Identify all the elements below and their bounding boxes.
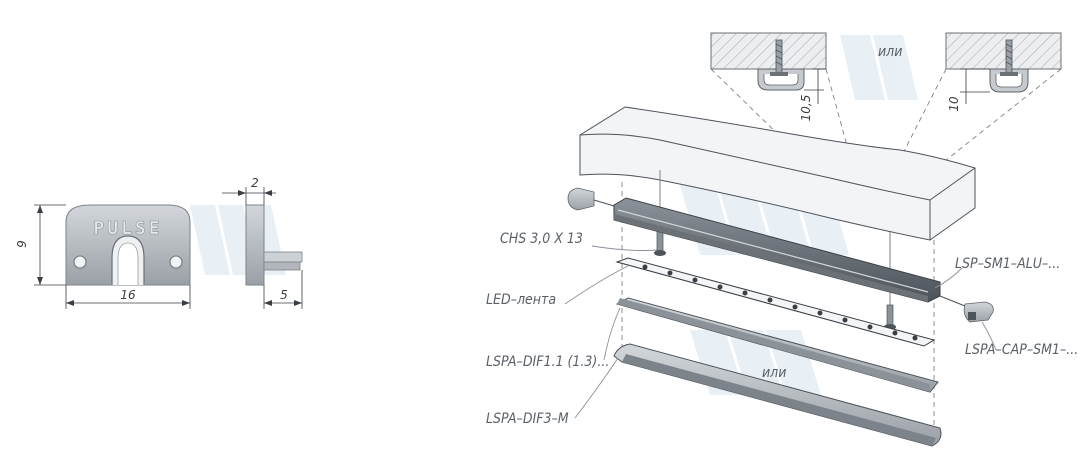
ceiling-detail-left [710, 32, 827, 91]
end-cap-small-left [567, 187, 615, 211]
dim-width-label: 16 [120, 288, 136, 302]
led-strip [615, 257, 936, 347]
brand-logo: PULSE [93, 218, 162, 239]
end-cap-small-right [939, 295, 994, 323]
diffuser-dif3 [613, 343, 942, 447]
dim-side-5: 5 [263, 270, 303, 309]
dim-height-9: 9 [15, 204, 66, 286]
dim-10: 10 [947, 68, 990, 112]
ili-top-label: или [878, 44, 902, 60]
dim-side-label: 5 [280, 288, 288, 302]
label-dif3: LSPA–DIF3–M [486, 411, 569, 427]
shelf-slab [579, 106, 976, 241]
dim-right-label: 10 [947, 96, 961, 112]
label-led: LED–лента [486, 292, 556, 308]
label-cap: LSPA–CAP–SM1–... [965, 342, 1078, 358]
ceiling-detail-right [945, 32, 1062, 93]
end-cap-side-view [245, 204, 303, 286]
diffuser-dif1 [615, 297, 939, 393]
aluminium-profile [613, 197, 941, 303]
leaders [564, 245, 997, 419]
dim-10-5: 10,5 [799, 68, 826, 122]
dim-top-label: 2 [251, 176, 259, 190]
dim-top-2: 2 [222, 176, 276, 205]
label-profile: LSP–SM1–ALU–... [955, 256, 1060, 272]
dim-left-label: 10,5 [799, 95, 813, 122]
end-cap-front-view: PULSE [65, 204, 191, 286]
dim-height-label: 9 [15, 240, 29, 248]
ili-bottom-label: или [762, 365, 786, 381]
dim-width-16: 16 [65, 285, 191, 309]
label-screw: CHS 3,0 X 13 [500, 231, 583, 247]
label-dif11: LSPA–DIF1.1 (1.3)... [486, 354, 609, 370]
